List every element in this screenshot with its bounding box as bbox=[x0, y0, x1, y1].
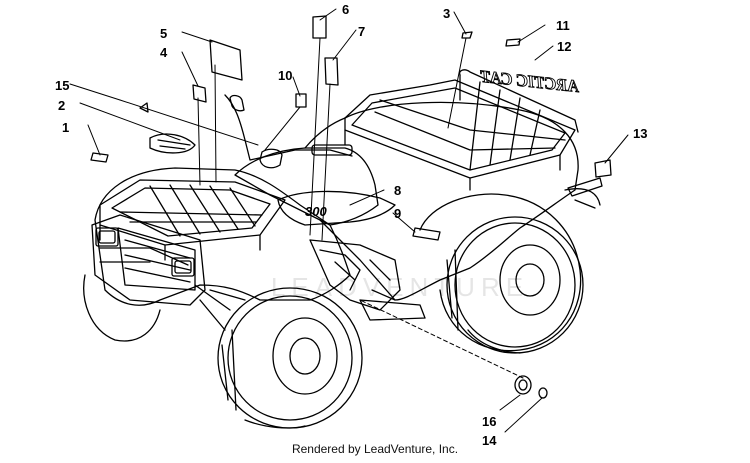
oval-decal bbox=[412, 227, 441, 241]
callout-14: 14 bbox=[482, 433, 497, 448]
callout-3: 3 bbox=[443, 6, 450, 21]
leader-lines bbox=[69, 8, 629, 433]
credit-line: Rendered by LeadVenture, Inc. bbox=[291, 442, 459, 456]
rear-rack bbox=[344, 69, 579, 191]
watermark: LEADVENTURE bbox=[270, 272, 530, 302]
callout-2: 2 bbox=[58, 98, 65, 113]
left-headlight bbox=[95, 227, 119, 247]
callout-8: 8 bbox=[394, 183, 401, 198]
decal-5-panel bbox=[209, 39, 243, 81]
callout-1: 1 bbox=[62, 120, 69, 135]
decal-3-panel bbox=[461, 31, 473, 39]
callout-11: 11 bbox=[556, 18, 570, 33]
callout-15: 15 bbox=[55, 78, 69, 93]
decal-11-panel bbox=[505, 38, 521, 47]
part-16-washer bbox=[514, 375, 532, 395]
callout-16: 16 bbox=[482, 414, 496, 429]
right-headlight bbox=[171, 257, 195, 277]
decal-13-panel bbox=[594, 159, 612, 178]
callout-12: 12 bbox=[557, 39, 571, 54]
callout-5: 5 bbox=[160, 26, 167, 41]
front-wheel-hub bbox=[272, 317, 338, 395]
engine-area bbox=[194, 239, 426, 331]
callout-9: 9 bbox=[394, 206, 401, 221]
rear-fender bbox=[319, 101, 579, 301]
callout-10: 10 bbox=[278, 68, 292, 83]
rear-decal-text: ARCTIC CAT bbox=[479, 67, 581, 96]
callout-13: 13 bbox=[633, 126, 647, 141]
front-bumper bbox=[91, 214, 206, 306]
decal-4-panel bbox=[192, 84, 207, 103]
rear-tire bbox=[446, 216, 584, 354]
part-14-cap bbox=[538, 387, 548, 399]
callout-7: 7 bbox=[358, 24, 365, 39]
decal-10-panel bbox=[295, 93, 307, 108]
side-panel-decal bbox=[277, 190, 396, 226]
front-fender-decal bbox=[90, 152, 109, 163]
seat bbox=[234, 147, 379, 226]
callout-4: 4 bbox=[160, 45, 168, 60]
callout-numbers: 1 2 3 4 5 6 7 8 9 10 11 12 13 14 15 16 bbox=[55, 2, 647, 448]
callout-6: 6 bbox=[342, 2, 349, 17]
decal-6-panel bbox=[312, 15, 327, 39]
decal-7-panel bbox=[324, 57, 339, 86]
front-fender bbox=[94, 167, 351, 306]
rear-wheel-hub bbox=[499, 244, 561, 316]
rear-corner-decal bbox=[567, 177, 603, 197]
